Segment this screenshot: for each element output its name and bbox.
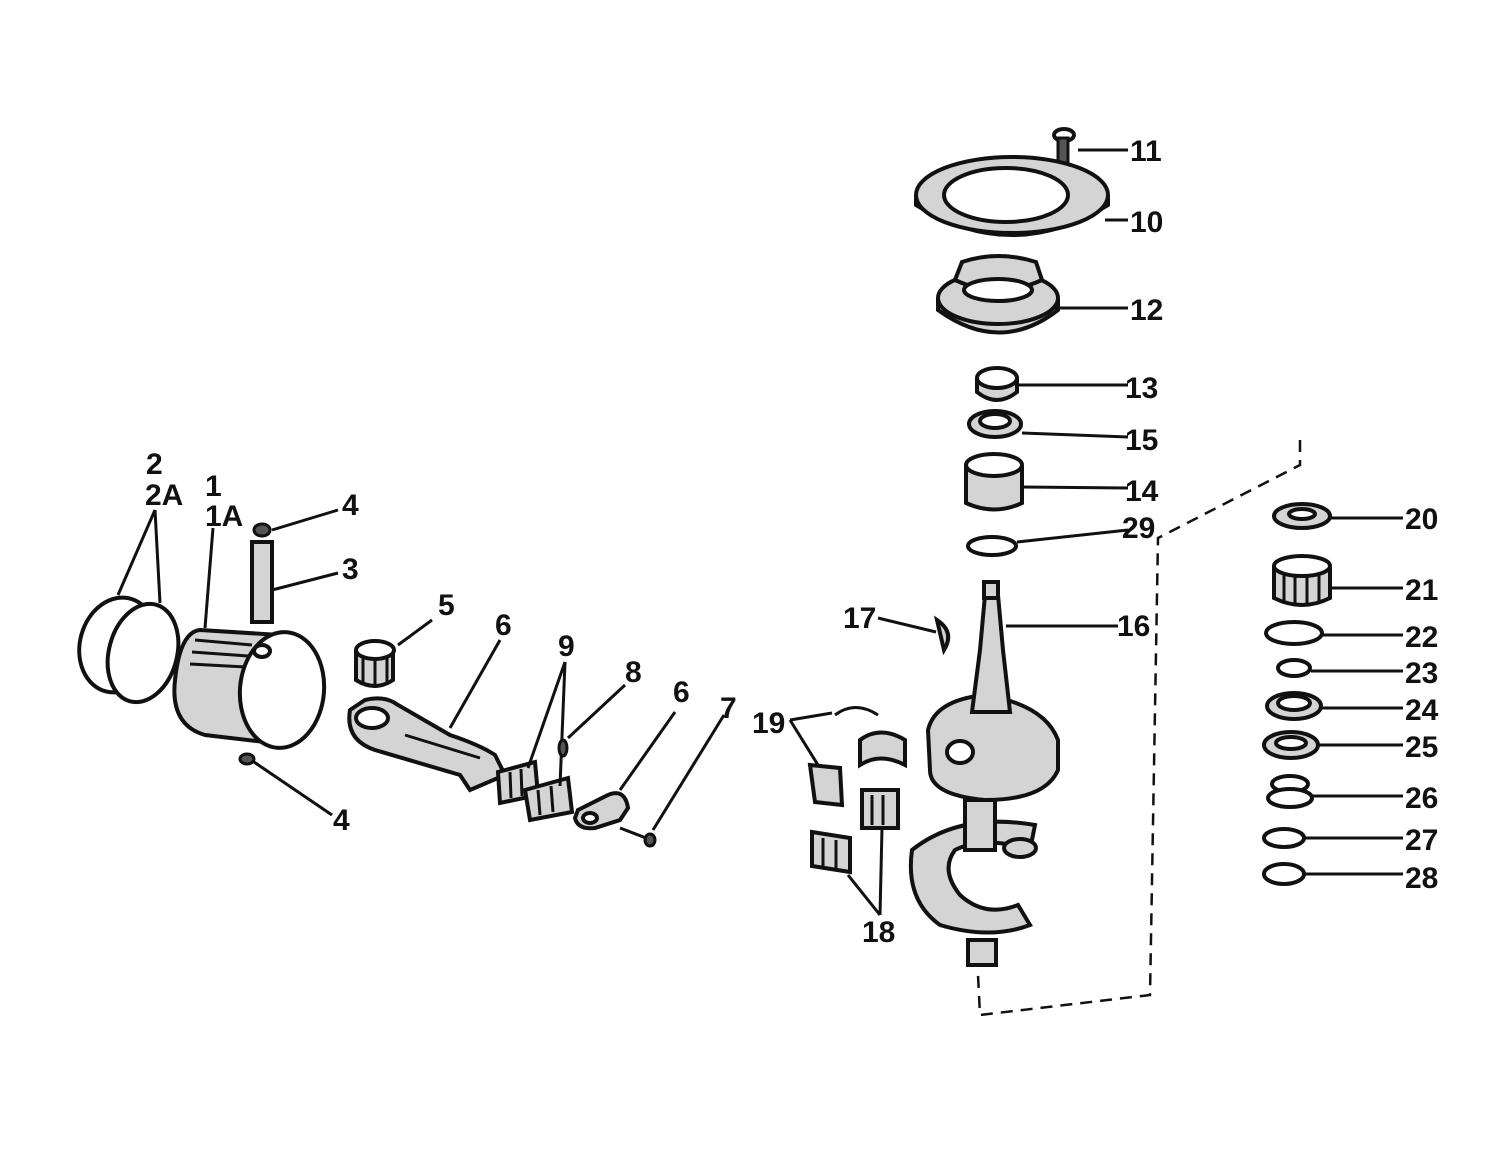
callout-15: 15 [1125, 424, 1158, 457]
callout-24: 24 [1405, 694, 1439, 727]
retainer-plate-icon [914, 155, 1110, 237]
woodruff-key-icon [933, 615, 951, 656]
callout-11: 11 [1130, 135, 1162, 168]
needle-bearing-icon [354, 639, 396, 688]
wrist-pin-icon [250, 522, 274, 624]
callout-4: 4 [333, 804, 350, 837]
o-ring-icon [1262, 827, 1306, 849]
washer-icon [1272, 502, 1332, 530]
o-ring-icon [1262, 862, 1306, 886]
callout-22: 22 [1405, 621, 1438, 654]
callout-23: 23 [1405, 657, 1438, 690]
retaining-ring-icon [1266, 774, 1314, 809]
callout-6: 6 [673, 676, 690, 709]
callout-19: 19 [752, 707, 785, 740]
callout-27: 27 [1405, 824, 1438, 857]
o-ring-icon [1276, 658, 1312, 678]
callout-16: 16 [1117, 610, 1150, 643]
callout-5: 5 [438, 589, 455, 622]
callout-21: 21 [1405, 574, 1438, 607]
bearing-cage-icon [807, 730, 907, 875]
connecting-rod-icon [347, 696, 508, 793]
callout-8: 8 [625, 656, 642, 689]
callout-10: 10 [1130, 206, 1163, 239]
callout-2A: 2A [145, 479, 183, 512]
piston-icon [172, 627, 327, 750]
seal-icon [967, 409, 1023, 439]
cap-screw-icon [557, 738, 569, 758]
seal-icon [1262, 730, 1320, 760]
o-ring-icon [966, 535, 1018, 557]
callout-28: 28 [1405, 862, 1438, 895]
callout-12: 12 [1130, 294, 1163, 327]
callout-25: 25 [1405, 731, 1438, 764]
crankshaft-icon [908, 580, 1060, 967]
bushing-icon [975, 366, 1019, 402]
retaining-ring-icon [238, 752, 256, 766]
bearing-cage-icon [495, 759, 575, 823]
callout-6: 6 [495, 609, 512, 642]
cap-screw-icon [619, 826, 657, 848]
assembly-guide-line [976, 440, 1302, 1017]
callout-1: 1 [205, 470, 222, 503]
bearing-housing-icon [936, 254, 1060, 335]
seal-icon [1264, 620, 1324, 646]
callout-14: 14 [1125, 475, 1159, 508]
callout-29: 29 [1122, 512, 1155, 545]
callout-13: 13 [1125, 372, 1158, 405]
piston-ring-icon [77, 595, 181, 705]
callout-9: 9 [558, 630, 575, 663]
callout-2: 2 [146, 448, 163, 481]
callout-3: 3 [342, 553, 359, 586]
callout-18: 18 [862, 916, 895, 949]
callout-20: 20 [1405, 503, 1438, 536]
rod-cap-icon [572, 791, 631, 831]
callout-1A: 1A [205, 500, 243, 533]
bearing-sleeve-icon [964, 452, 1024, 512]
seal-icon [1265, 691, 1323, 721]
callout-7: 7 [720, 692, 737, 725]
retaining-ring-icon [834, 706, 879, 717]
callout-26: 26 [1405, 782, 1438, 815]
needle-bearing-icon [1272, 554, 1332, 607]
callout-4: 4 [342, 489, 359, 522]
callout-17: 17 [843, 602, 876, 635]
